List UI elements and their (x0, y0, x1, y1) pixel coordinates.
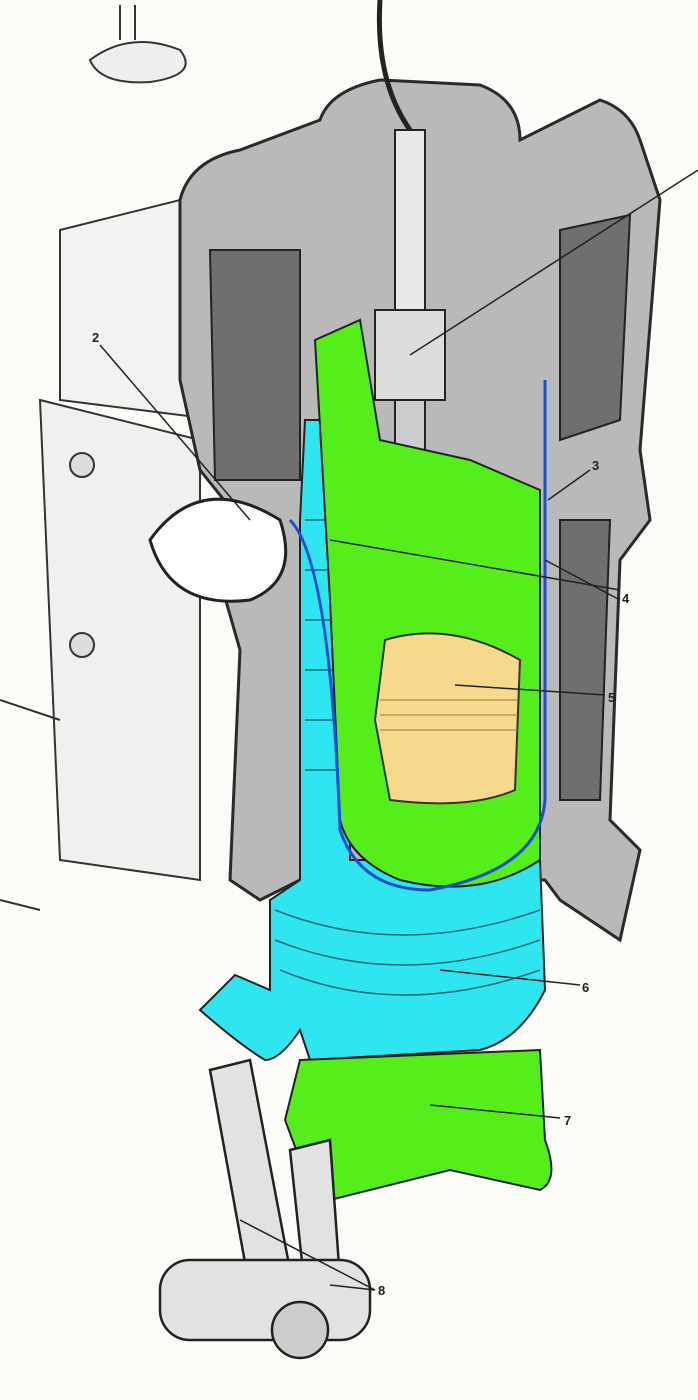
engine-block-background (0, 5, 221, 911)
label-7: 7 (564, 1113, 571, 1128)
label-8: 8 (378, 1283, 385, 1298)
label-4: 4 (622, 591, 630, 606)
label-5: 5 (608, 690, 615, 705)
label-3: 3 (592, 458, 599, 473)
coolant-passage-line (288, 380, 547, 892)
water-jacket (198, 419, 547, 1062)
label-2: 2 (92, 330, 99, 345)
piston (373, 632, 522, 805)
leader-lines (99, 169, 698, 1291)
label-6: 6 (582, 980, 589, 995)
